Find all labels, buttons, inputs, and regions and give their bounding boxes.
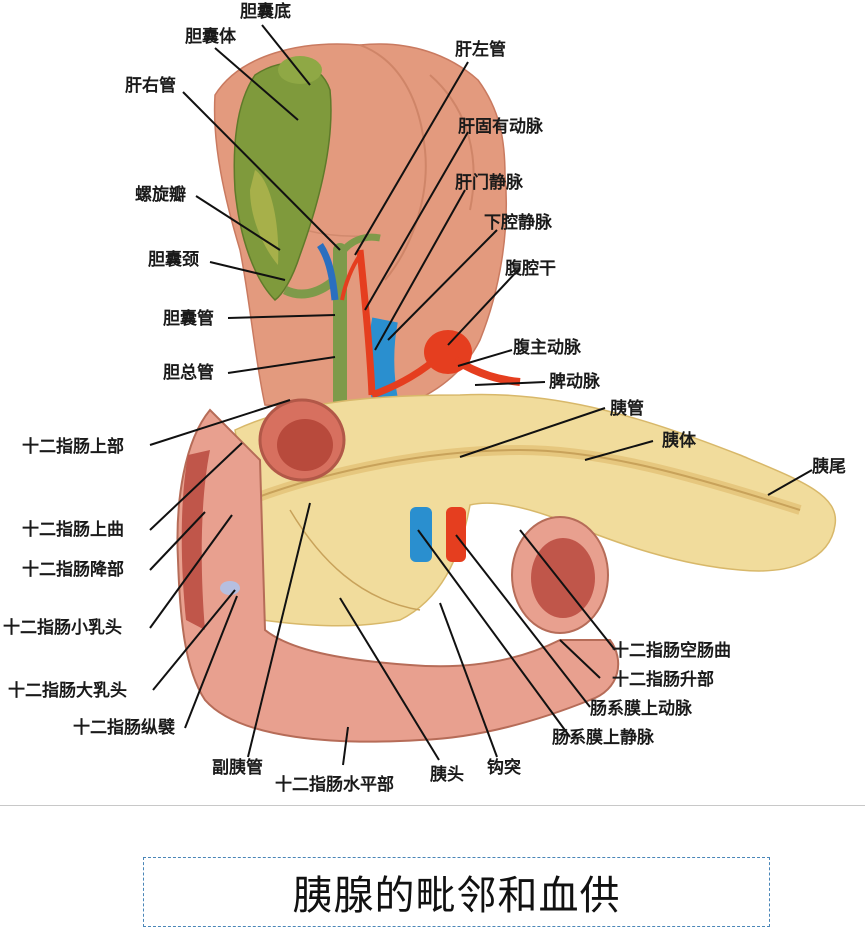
- blood-vessels: [317, 243, 521, 403]
- label-pancreas-head: 胰头: [430, 764, 464, 785]
- labels: 胆囊底 胆囊体 肝右管 螺旋瓣 胆囊颈 胆囊管 胆总管 肝左管 肝固有动脉 肝门…: [3, 1, 846, 795]
- caption-title: 胰腺的毗邻和血供: [292, 873, 621, 919]
- label-sup-mesenteric-vein: 肠系膜上静脉: [552, 727, 655, 748]
- label-duodenojejunal-flexure: 十二指肠空肠曲: [612, 640, 731, 661]
- pancreas-anatomy-diagram: 胆囊底 胆囊体 肝右管 螺旋瓣 胆囊颈 胆囊管 胆总管 肝左管 肝固有动脉 肝门…: [3, 1, 846, 795]
- duodenum: [176, 398, 620, 743]
- label-duodenum-superior-flexure: 十二指肠上曲: [22, 519, 124, 540]
- label-gallbladder-neck: 胆囊颈: [148, 249, 199, 270]
- label-common-bile-duct: 胆总管: [163, 362, 214, 383]
- label-inferior-vena-cava: 下腔静脉: [484, 212, 553, 233]
- label-duodenum-ascending: 十二指肠升部: [612, 669, 714, 690]
- pancreas: [234, 393, 837, 627]
- label-sup-mesenteric-artery: 肠系膜上动脉: [590, 698, 693, 719]
- label-pancreas-body: 胰体: [662, 430, 697, 451]
- leader-lines: [149, 24, 813, 766]
- label-pancreas-tail: 胰尾: [812, 456, 846, 477]
- label-right-hepatic-duct: 肝右管: [125, 75, 176, 96]
- label-pancreatic-duct: 胰管: [610, 398, 644, 419]
- label-duodenum-horizontal: 十二指肠水平部: [275, 774, 394, 795]
- label-abdominal-aorta: 腹主动脉: [513, 337, 582, 358]
- label-longitudinal-fold: 十二指肠纵襞: [73, 717, 175, 738]
- label-cystic-duct: 胆囊管: [163, 308, 214, 329]
- label-proper-hepatic-artery: 肝固有动脉: [458, 116, 544, 137]
- label-spiral-valve: 螺旋瓣: [135, 184, 186, 205]
- label-portal-vein: 肝门静脉: [455, 172, 524, 193]
- label-splenic-artery: 脾动脉: [549, 371, 601, 392]
- caption-box: 胰腺的毗邻和血供: [143, 857, 770, 927]
- label-duodenum-superior: 十二指肠上部: [22, 436, 124, 457]
- section-divider: [0, 805, 865, 806]
- label-left-hepatic-duct: 肝左管: [455, 39, 506, 60]
- label-gallbladder-body: 胆囊体: [185, 26, 237, 47]
- label-minor-papilla: 十二指肠小乳头: [3, 617, 122, 638]
- gallbladder: [233, 56, 332, 301]
- label-celiac-trunk: 腹腔干: [505, 258, 556, 279]
- label-accessory-pancreatic-duct: 副胰管: [212, 757, 263, 778]
- label-major-papilla: 十二指肠大乳头: [8, 680, 127, 701]
- label-gallbladder-fundus: 胆囊底: [240, 1, 291, 22]
- label-uncinate-process: 钩突: [487, 757, 521, 778]
- label-duodenum-descending: 十二指肠降部: [22, 559, 124, 580]
